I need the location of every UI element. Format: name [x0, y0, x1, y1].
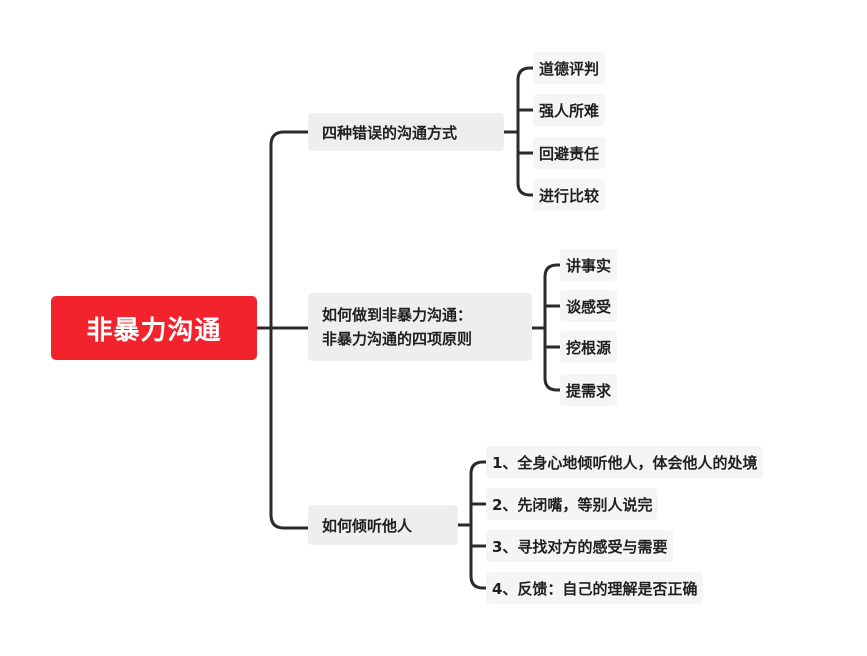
leaf-label: 1、全身心地倾听他人，体会他人的处境 — [492, 453, 758, 472]
leaf-label: 3、寻找对方的感受与需要 — [492, 537, 668, 556]
leaf-node[interactable]: 2、先闭嘴，等别人说完 — [486, 488, 659, 520]
connector-root-branch-1 — [269, 130, 310, 530]
branch-label-line-2: 非暴力沟通的四项原则 — [322, 330, 473, 348]
connector-branch-3-bracket — [469, 460, 485, 590]
leaf-node[interactable]: 提需求 — [560, 374, 618, 406]
branch-label: 如何倾听他人 — [322, 516, 413, 535]
leaf-label: 挖根源 — [566, 338, 612, 357]
leaf-node[interactable]: 1、全身心地倾听他人，体会他人的处境 — [486, 446, 764, 478]
leaf-label: 回避责任 — [539, 144, 600, 163]
connector-branch-2-bracket — [543, 263, 559, 392]
branch-label: 四种错误的沟通方式 — [322, 123, 458, 142]
leaf-node[interactable]: 谈感受 — [560, 290, 618, 322]
branch-node-wrong-communication[interactable]: 四种错误的沟通方式 — [308, 113, 504, 151]
branch-node-four-principles[interactable]: 如何做到非暴力沟通： 非暴力沟通的四项原则 — [308, 293, 532, 361]
branch-label-line-1: 如何做到非暴力沟通： — [322, 306, 473, 324]
leaf-label: 提需求 — [566, 381, 612, 400]
branch-node-listening[interactable]: 如何倾听他人 — [308, 505, 458, 545]
leaf-node[interactable]: 回避责任 — [533, 137, 606, 169]
leaf-label: 4、反馈：自己的理解是否正确 — [492, 579, 698, 598]
leaf-label: 强人所难 — [539, 101, 600, 120]
leaf-label: 道德评判 — [539, 59, 600, 78]
leaf-label: 2、先闭嘴，等别人说完 — [492, 495, 653, 514]
connector-branch-1-bracket — [516, 66, 532, 197]
leaf-label: 讲事实 — [566, 256, 612, 275]
leaf-node[interactable]: 讲事实 — [560, 249, 618, 281]
leaf-node[interactable]: 道德评判 — [533, 52, 606, 84]
leaf-node[interactable]: 挖根源 — [560, 331, 618, 363]
leaf-node[interactable]: 进行比较 — [533, 179, 606, 211]
leaf-node[interactable]: 强人所难 — [533, 94, 606, 126]
leaf-label: 进行比较 — [539, 186, 600, 205]
root-node[interactable]: 非暴力沟通 — [51, 296, 257, 360]
leaf-node[interactable]: 3、寻找对方的感受与需要 — [486, 530, 674, 562]
leaf-label: 谈感受 — [566, 297, 612, 316]
leaf-node[interactable]: 4、反馈：自己的理解是否正确 — [486, 572, 704, 604]
root-label: 非暴力沟通 — [86, 315, 222, 346]
